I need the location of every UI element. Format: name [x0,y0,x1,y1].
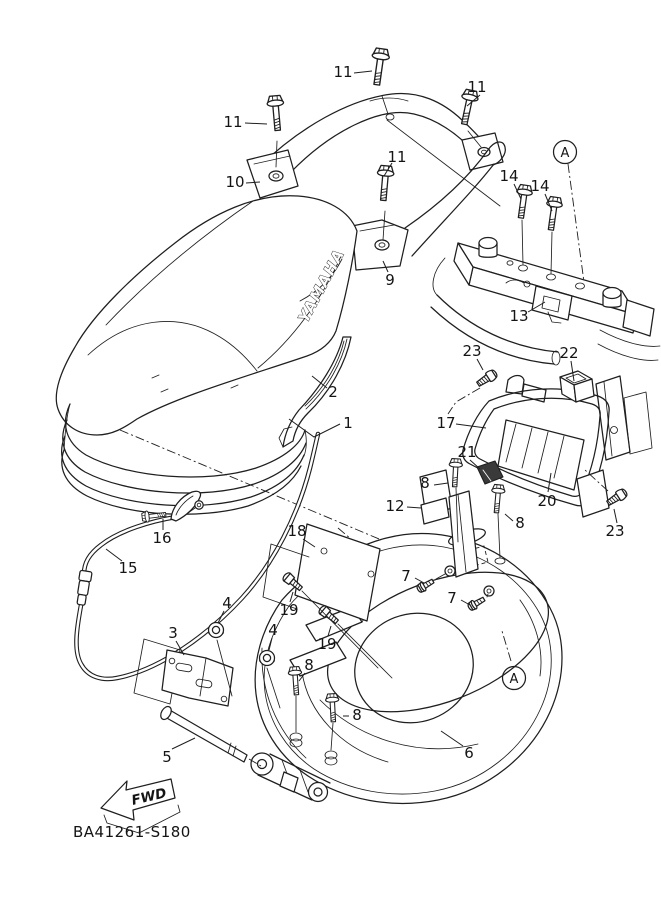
bracket-right-foot [461,132,504,171]
callout-4: 4 [222,594,232,612]
bolt-8-top-right [489,483,506,514]
callout-9: 9 [385,271,395,289]
box-bucket [354,612,474,724]
hinge-rod-5 [160,705,262,767]
plate-12 [420,497,450,525]
callout-11: 11 [223,113,242,131]
callout-21: 21 [457,443,476,461]
diagram-code: BA41261-S180 [73,823,191,841]
nut-4-left [207,621,225,639]
callout-18: 18 [287,522,306,540]
damper-22 [559,370,595,403]
callout-16: 16 [152,529,171,547]
callout-17: 17 [436,414,455,432]
callout-4: 4 [268,621,278,639]
bracket-3 [133,638,234,707]
carrier-beam-assembly [430,183,661,366]
storage-box-assembly [133,457,563,805]
callout-7: 7 [447,589,457,607]
callout-23: 23 [462,342,481,360]
svg-text:A: A [510,672,519,687]
divider-panel [448,490,479,578]
callout-14: 14 [499,167,518,185]
callout-1: 1 [343,414,353,432]
grab-bar-assembly [246,46,506,271]
seat-assembly: YAMAHA [55,195,358,515]
sheet-18 [262,523,381,622]
seat-trim-2 [278,336,352,448]
bolt-14-right [542,195,564,232]
callout-8: 8 [352,706,362,724]
callout-15: 15 [118,559,137,577]
damper-21 [476,460,504,485]
callout-6: 6 [464,744,474,762]
bracket-10 [246,149,299,199]
callout-19: 19 [317,635,336,653]
callout-22: 22 [559,344,578,362]
detail-marker-a-top: A [552,139,578,165]
svg-text:A: A [561,146,570,161]
seat-gasket [61,403,307,515]
callout-11: 11 [333,63,352,81]
callout-11: 11 [387,148,406,166]
marker-a-top-leader [567,163,585,283]
rack-assembly [419,367,653,518]
bolt-11-top [367,46,392,87]
cable-flag-bracket [170,490,204,522]
hinge-bracket [250,752,331,803]
detail-marker-a-bottom: A [501,665,527,691]
beam-boss-right [602,286,622,308]
callout-7: 7 [401,567,411,585]
callout-labels: 11 11 11 11 10 9 14 14 13 23 22 2 1 17 2… [118,63,624,766]
fwd-arrow: FWD [100,778,181,834]
callout-20: 20 [537,492,556,510]
callout-13: 13 [509,307,528,325]
seat-lock-13 [505,279,573,324]
callout-10: 10 [225,173,244,191]
reflector-plate-right [576,469,610,518]
nut-4-right [258,649,276,667]
callout-8: 8 [304,656,314,674]
beam-boss-left [478,236,498,258]
callout-5: 5 [162,748,172,766]
cable-assembly-15 [74,431,321,682]
bolt-11-mid [374,164,396,202]
callout-11: 11 [467,78,486,96]
callout-8: 8 [420,474,430,492]
bolt-8-top-left [447,457,464,488]
screw-23-right [604,486,630,509]
carrier-stay-9 [351,141,506,271]
bolt-11-left [265,94,287,132]
callout-23: 23 [605,522,624,540]
callout-8: 8 [515,514,525,532]
leader-lines [105,70,618,750]
fwd-label: FWD [130,785,168,809]
callout-3: 3 [168,624,178,642]
callout-12: 12 [385,497,404,515]
screw-23-left [474,367,500,390]
marker-a-bottom-leader [501,630,512,662]
bolt-bosses [289,732,338,766]
callout-2: 2 [328,383,338,401]
callout-14: 14 [530,177,549,195]
callout-19: 19 [279,601,298,619]
rack-20-platform [497,419,585,491]
